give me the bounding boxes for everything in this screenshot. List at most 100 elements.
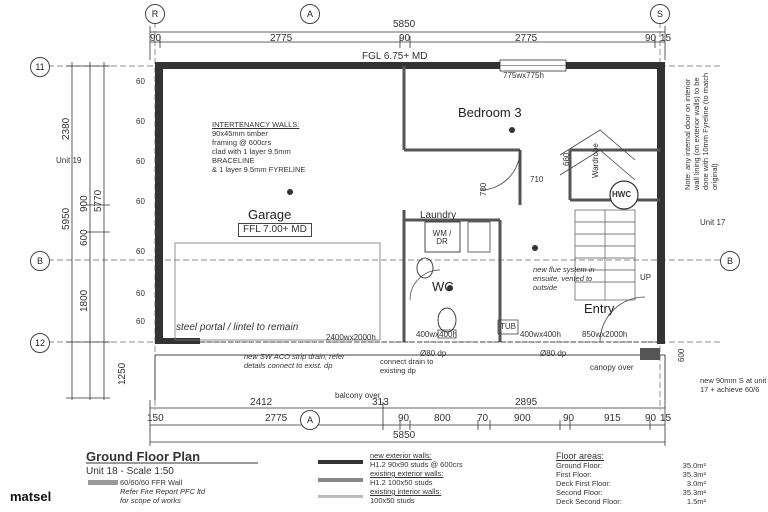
entry-door-size: 850wx2000h: [582, 330, 628, 339]
hwc-label: HWC: [612, 190, 632, 199]
legend-swatch-existing-exterior: [318, 478, 363, 482]
dim-top-d3: 90: [399, 33, 411, 44]
ffr-line: Refer Fire Report PFC ltd: [120, 487, 206, 496]
dim-bottom-r7: 90: [563, 413, 575, 424]
area-row: Ground Floor: 35.0m²: [556, 461, 706, 470]
grid-bubble-s: S: [650, 4, 670, 24]
legend: new exterior walls: H1.2 90x90 studs @ 6…: [370, 451, 510, 505]
area-row: Deck First Floor: 3.0m²: [556, 479, 706, 488]
area-label: Deck First Floor:: [556, 479, 612, 488]
ffr-line: 60/60/60 FFR Wall: [120, 478, 183, 487]
intertenancy-line: & 1 layer 9.5mm FYRELINE: [212, 165, 306, 174]
room-label-garage: Garage: [248, 207, 292, 222]
intertenancy-line: BRACELINE: [212, 156, 255, 165]
legend-detail-existing-exterior: H1.2 100x50 studs: [370, 478, 433, 487]
plan-subtitle: Unit 18 - Scale 1:50: [86, 466, 174, 477]
washing-machine-box: [424, 221, 461, 253]
canopy-label: canopy over: [590, 363, 634, 372]
aco-note: new SW ACO strip drain, refer details co…: [244, 352, 345, 370]
wm-dr-label: WM / DR: [432, 229, 452, 246]
watermark-logo: matsel: [10, 489, 52, 504]
margin-label: 60: [136, 197, 145, 206]
room-label-bedroom: Bedroom 3: [458, 105, 522, 120]
right-note: new 90mm S at unit 17 + achieve 60/6: [700, 376, 767, 394]
dim-top-overall: 5850: [393, 19, 416, 30]
stairs: [574, 209, 636, 301]
grid-bubble-12: 12: [30, 333, 50, 353]
top-dimension-lines: [149, 26, 666, 60]
intertenancy-line: 90x45mm timber: [212, 129, 268, 138]
window-a-size: 400wx400h: [416, 330, 457, 339]
top-window-label: 775wx775h: [503, 71, 544, 80]
dim-bottom-r8: 915: [604, 413, 621, 424]
balcony-label: balcony over: [335, 391, 381, 400]
dim-top-d4: 2775: [515, 33, 538, 44]
ffr-note: 60/60/60 FFR Wall Refer Fire Report PFC …: [120, 478, 205, 505]
area-label: Ground Floor:: [556, 461, 603, 470]
dim-bottom-r6: 900: [514, 413, 531, 424]
dim-bottom-r5: 70: [477, 413, 489, 424]
legend-label-existing-exterior: existing exterior walls:: [370, 469, 444, 478]
garage-door-size: 2400wx2000h: [326, 333, 376, 342]
area-value: 35.0m²: [682, 461, 706, 470]
intertenancy-note: INTERTENANCY WALLS: 90x45mm timber frami…: [212, 120, 362, 174]
exterior-walls: [155, 62, 665, 344]
unit-17-label: Unit 17: [700, 218, 726, 227]
up-label: UP: [640, 273, 652, 282]
area-label: Deck Second Floor:: [556, 497, 622, 506]
legend-label-existing-interior: existing interior walls:: [370, 487, 442, 496]
ffr-wall-swatch: [88, 480, 118, 485]
dim-bottom-r10: 15: [660, 413, 672, 424]
dim-bottom-a: 2412: [250, 397, 273, 408]
intertenancy-heading: INTERTENANCY WALLS:: [212, 120, 300, 129]
dim-780: 780: [479, 182, 488, 196]
unit-19-label: Unit 19: [56, 156, 82, 165]
flue-note: new flue system in ensuite, vented to ou…: [533, 265, 595, 292]
grid-lines: [48, 22, 720, 410]
dim-left-2380: 2380: [61, 117, 72, 140]
dim-left-1800: 1800: [79, 289, 90, 312]
dim-left-5950: 5950: [61, 207, 72, 230]
area-value: 1.5m²: [686, 497, 706, 506]
area-row: Second Floor: 35.3m²: [556, 488, 706, 497]
dim-top-d5: 90: [645, 33, 657, 44]
area-label: Second Floor:: [556, 488, 603, 497]
steel-portal-label: steel portal / lintel to remain: [176, 322, 299, 333]
dp-label-2: Ø80 dp: [540, 349, 567, 358]
dim-bottom-r3: 90: [398, 413, 410, 424]
wardrobe-doors: [559, 129, 636, 181]
ffr-line: for scope of works: [120, 496, 181, 505]
margin-label: 60: [136, 289, 145, 298]
basin: [416, 257, 434, 279]
dim-top-d1: 90: [150, 33, 162, 44]
wardrobe-label: Wardrobe: [591, 143, 600, 178]
legend-detail-existing-interior: 100x50 studs: [370, 496, 415, 505]
dim-left-1250: 1250: [117, 362, 128, 385]
grid-bubble-11: 11: [30, 57, 50, 77]
entry-door-swing: [599, 296, 646, 343]
tub-box: [497, 319, 519, 335]
intertenancy-line: framing @ 600crs: [212, 138, 272, 147]
dim-600-right: 600: [677, 348, 686, 362]
dim-710: 710: [530, 175, 544, 184]
area-row: Deck Second Floor: 1.5m²: [556, 497, 706, 506]
room-label-entry: Entry: [584, 301, 615, 316]
grid-bubble-r: R: [145, 4, 165, 24]
room-label-wc: WC: [432, 279, 454, 294]
margin-label: 60: [136, 317, 145, 326]
dim-left-600: 600: [79, 229, 90, 246]
drain-note: connect drain to existing dp: [380, 357, 434, 375]
margin-label: 60: [136, 77, 145, 86]
dim-bottom-overall: 5850: [393, 430, 416, 441]
dim-bottom-b: 313: [372, 397, 389, 408]
window-b-size: 400wx400h: [520, 330, 561, 339]
legend-swatch-existing-interior: [318, 495, 363, 498]
garage-door-zone: [174, 242, 381, 341]
grid-bubble-a-bottom: A: [300, 410, 320, 430]
room-label-laundry: Laundry: [420, 210, 457, 221]
left-dimension-lines: [66, 62, 110, 400]
legend-detail-new-exterior: H1.2 90x90 studs @ 600crs: [370, 460, 463, 469]
front-wall-line: [154, 341, 666, 400]
tub-label: TUB: [500, 322, 516, 331]
